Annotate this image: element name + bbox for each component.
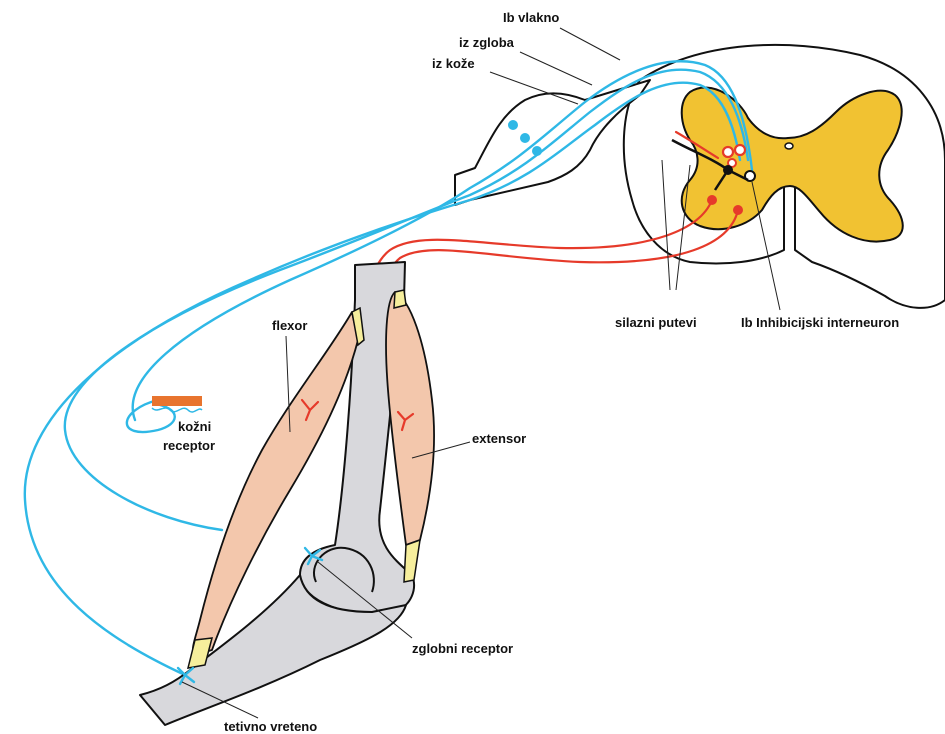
interneuron-2	[735, 145, 745, 155]
label-receptor: receptor	[163, 438, 215, 453]
label-extensor: extensor	[472, 431, 526, 446]
label-tetivno-vreteno: tetivno vreteno	[224, 719, 317, 734]
skin-patch	[152, 396, 202, 406]
leader-iz-zgloba	[520, 52, 592, 85]
label-iz-zgloba: iz zgloba	[459, 35, 515, 50]
ganglion-cell-2	[520, 133, 530, 143]
label-iz-koze: iz kože	[432, 56, 475, 71]
central-canal	[785, 143, 793, 149]
skin-receptor	[152, 396, 202, 412]
motor-neuron-1	[707, 195, 717, 205]
extensor-tendon-top	[394, 290, 406, 308]
extensor-muscle	[386, 292, 434, 545]
label-kozni: kožni	[178, 419, 211, 434]
label-silazni-putevi: silazni putevi	[615, 315, 697, 330]
extensor-tendon-bottom	[404, 540, 420, 582]
leader-ib-vlakno	[560, 28, 620, 60]
ganglion-cell-3	[532, 146, 542, 156]
label-ib-interneuron: Ib Inhibicijski interneuron	[741, 315, 899, 330]
label-flexor: flexor	[272, 318, 307, 333]
interneuron-1	[723, 147, 733, 157]
ganglion-cell-1	[508, 120, 518, 130]
label-zglobni-receptor: zglobni receptor	[412, 641, 513, 656]
motor-neuron-2	[733, 205, 743, 215]
black-interneuron	[723, 165, 733, 175]
label-ib-vlakno: Ib vlakno	[503, 10, 559, 25]
skin-wave	[152, 408, 202, 412]
